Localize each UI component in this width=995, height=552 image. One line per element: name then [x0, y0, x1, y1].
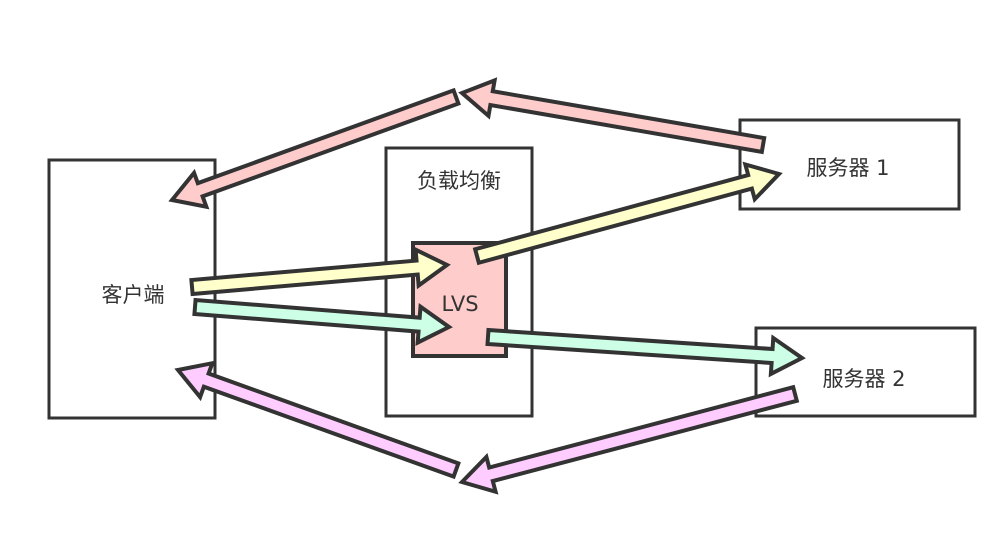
request1-arrow-b	[472, 161, 783, 266]
request2-arrow-a	[192, 297, 453, 346]
arrows	[168, 77, 806, 495]
server2-label: 服务器 2	[822, 367, 905, 391]
request2-arrow-b	[485, 327, 806, 378]
server1-label: 服务器 1	[806, 156, 889, 180]
server1-box	[738, 118, 961, 211]
response1-arrow-b	[168, 87, 461, 210]
response2-arrow-b	[174, 360, 461, 480]
response1-arrow-a	[458, 77, 767, 155]
load-balancer-label: 负载均衡	[417, 169, 501, 193]
client-label: 客户端	[102, 283, 165, 307]
lvs-label: LVS	[441, 292, 478, 316]
response2-arrow-a	[458, 384, 800, 495]
request1-arrow-a	[189, 246, 451, 297]
